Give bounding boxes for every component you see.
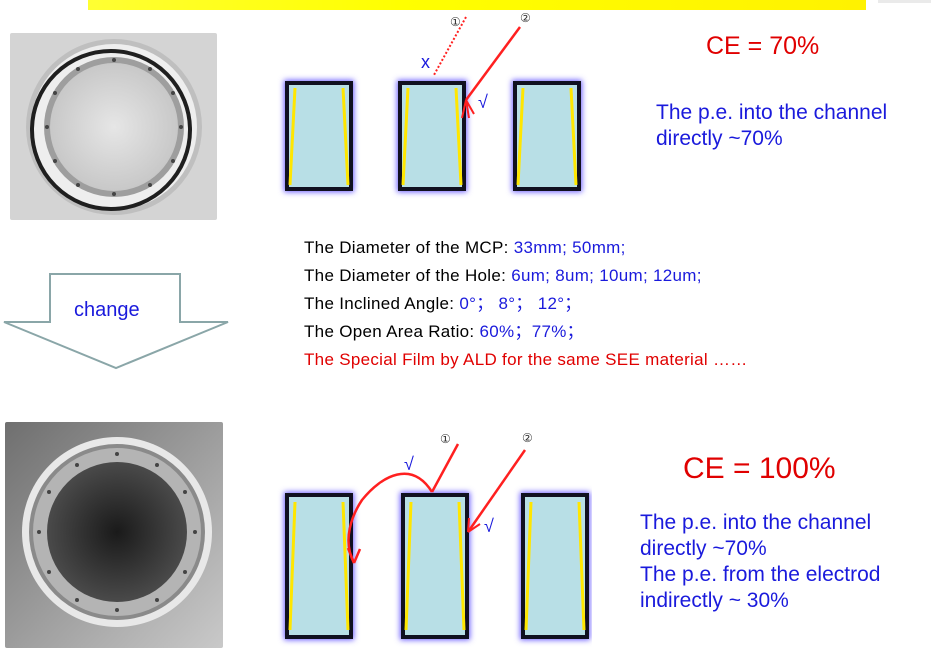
ray-2-label: ② bbox=[522, 431, 533, 445]
ray-2-label: ② bbox=[520, 11, 531, 25]
ray-1-label: ① bbox=[440, 432, 451, 446]
mcp-channel-wall-left bbox=[284, 492, 354, 640]
mcp-photo-before bbox=[10, 33, 217, 220]
indirect-arrowhead bbox=[346, 547, 362, 564]
param-row: The Diameter of the Hole: 6um; 8um; 10um… bbox=[304, 266, 702, 285]
mcp-parameter-list: The Diameter of the MCP: 33mm; 50mm; The… bbox=[304, 234, 748, 374]
mcp-channel-wall-middle bbox=[400, 492, 470, 640]
param-row: The Inclined Angle: 0°； 8°； 12°； bbox=[304, 294, 582, 313]
mcp-channel-wall-middle bbox=[397, 80, 467, 192]
indirect-photoelectron-path bbox=[347, 472, 434, 564]
corner-decoration bbox=[878, 0, 931, 3]
pe-line: directly ~70% bbox=[656, 127, 783, 150]
title-highlight-bar bbox=[88, 0, 866, 10]
channel-diagram-top: ① ② x √ bbox=[284, 11, 582, 192]
photoelectron-ray-1 bbox=[433, 16, 467, 76]
pe-description-top: The p.e. into the channel directly ~70% bbox=[656, 100, 926, 152]
blocked-mark: x bbox=[421, 52, 430, 72]
channel-diagram-bottom: ① ② √ √ bbox=[284, 431, 590, 640]
param-row: The Open Area Ratio: 60%；77%； bbox=[304, 322, 584, 341]
mcp-channel-wall-left bbox=[284, 80, 354, 192]
photoelectron-ray-2 bbox=[464, 26, 522, 101]
ray-1-label: ① bbox=[450, 15, 461, 29]
collection-efficiency-top: CE = 70% bbox=[706, 32, 820, 60]
photoelectron-ray-2 bbox=[466, 449, 527, 533]
check-mark: √ bbox=[478, 92, 488, 112]
mcp-channel-wall-right bbox=[512, 80, 582, 192]
pe-line: The p.e. into the channel bbox=[640, 511, 872, 534]
rebound-arrow bbox=[461, 99, 475, 119]
pe-line: indirectly ~ 30% bbox=[640, 589, 789, 612]
direct-arrowhead bbox=[467, 517, 481, 533]
pe-line: directly ~70% bbox=[640, 537, 767, 560]
special-film-note: The Special Film by ALD for the same SEE… bbox=[304, 350, 748, 369]
param-row: The Diameter of the MCP: 33mm; 50mm; bbox=[304, 238, 626, 257]
check-mark-indirect: √ bbox=[404, 454, 414, 474]
photoelectron-ray-1 bbox=[430, 443, 460, 493]
mcp-photo-after bbox=[5, 422, 223, 648]
pe-description-bottom: The p.e. into the channel directly ~70% … bbox=[640, 510, 920, 614]
mcp-channel-wall-right bbox=[520, 492, 590, 640]
pe-line: The p.e. into the channel bbox=[656, 101, 888, 124]
pe-line: The p.e. from the electrod bbox=[640, 563, 881, 586]
change-label: change bbox=[74, 299, 140, 321]
collection-efficiency-bottom: CE = 100% bbox=[683, 452, 836, 485]
change-arrow bbox=[3, 273, 229, 370]
check-mark-direct: √ bbox=[484, 516, 494, 536]
